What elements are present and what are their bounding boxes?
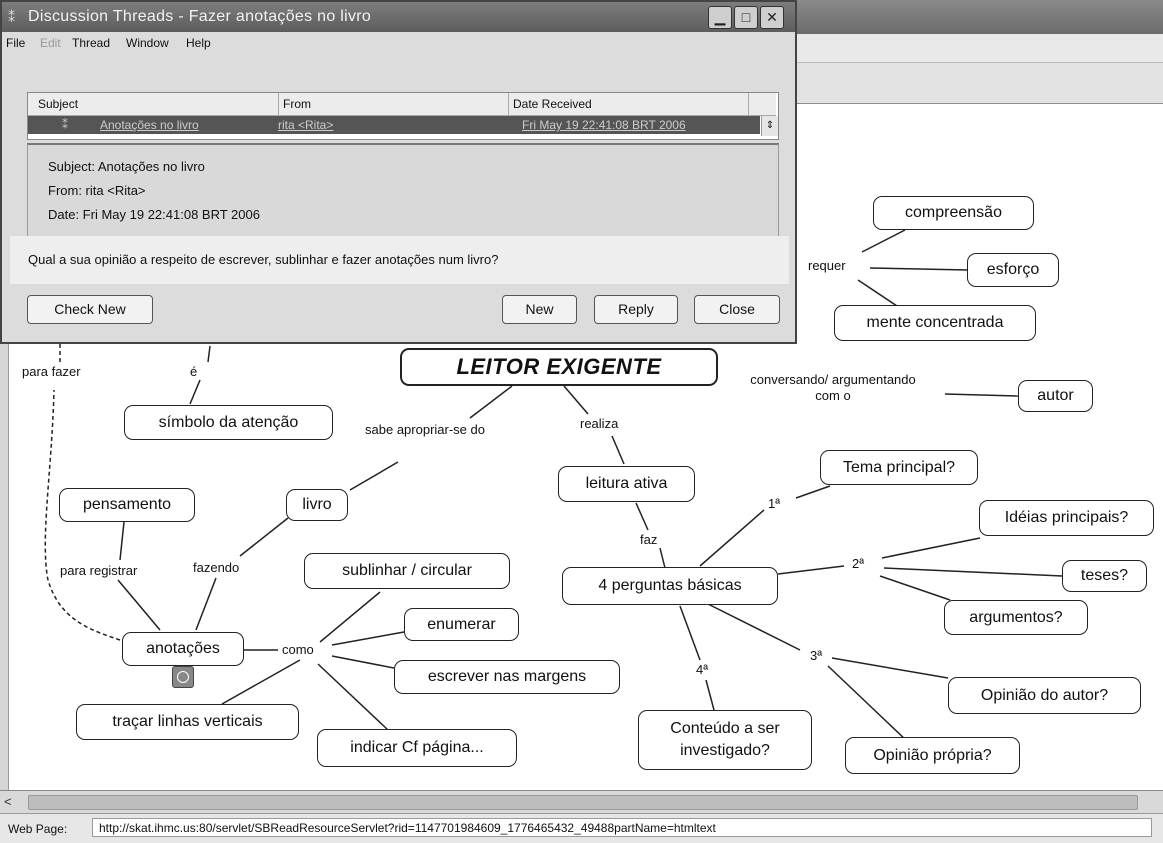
thread-icon: ⁑ [62,118,68,132]
minimize-icon[interactable]: ▁ [708,6,732,29]
node-opiniao-propria[interactable]: Opinião própria? [845,737,1020,774]
reply-button[interactable]: Reply [594,295,678,324]
node-teses[interactable]: teses? [1062,560,1147,592]
node-conteudo-a-ser-investigado[interactable]: Conteúdo a ser investigado? [638,710,812,770]
node-leitor-exigente[interactable]: LEITOR EXIGENTE [400,348,718,386]
link-como: como [282,642,314,657]
link-requer: requer [808,258,846,273]
link-para-registrar: para registrar [60,563,138,578]
background-left-border [0,100,9,790]
node-leitura-ativa[interactable]: leitura ativa [558,466,695,502]
message-date: Date: Fri May 19 22:41:08 BRT 2006 [48,207,260,222]
maximize-icon[interactable]: □ [734,6,758,29]
node-pensamento[interactable]: pensamento [59,488,195,522]
node-ideias-principais[interactable]: Idéias principais? [979,500,1154,536]
node-argumentos[interactable]: argumentos? [944,600,1088,635]
row-from: rita <Rita> [278,118,334,132]
thread-list: Subject From Date Received ⁑ Anotações n… [27,92,779,140]
dialog-titlebar[interactable]: ⁑ Discussion Threads - Fazer anotações n… [2,2,795,32]
link-4a: 4ª [696,662,709,677]
web-page-url-field[interactable]: http://skat.ihmc.us:80/servlet/SBReadRes… [92,818,1152,837]
link-sabe-apropriar-se: sabe apropriar-se do [365,422,485,437]
node-4-perguntas-basicas[interactable]: 4 perguntas básicas [562,567,778,605]
node-tracar-linhas-verticais[interactable]: traçar linhas verticais [76,704,299,740]
node-enumerar[interactable]: enumerar [404,608,519,641]
link-conversando: conversando/ argumentando com o [750,372,916,403]
list-scroll-icon[interactable]: ⇕ [761,116,778,136]
thread-list-header: Subject From Date Received [28,93,776,116]
column-from[interactable]: From [283,97,311,111]
check-new-button[interactable]: Check New [27,295,153,324]
menu-file[interactable]: File [6,36,26,50]
menu-window[interactable]: Window [126,36,169,50]
node-indicar-cf-pagina[interactable]: indicar Cf página... [317,729,517,767]
node-compreensao[interactable]: compreensão [873,196,1034,230]
node-anotacoes[interactable]: anotações [122,632,244,666]
column-subject[interactable]: Subject [38,97,79,111]
new-button[interactable]: New [502,295,577,324]
node-tema-principal[interactable]: Tema principal? [820,450,978,485]
node-autor[interactable]: autor [1018,380,1093,412]
node-simbolo-da-atencao[interactable]: símbolo da atenção [124,405,333,440]
menu-edit[interactable]: Edit [40,36,61,50]
close-button[interactable]: Close [694,295,780,324]
web-page-label: Web Page: [8,822,68,836]
node-esforco[interactable]: esforço [967,253,1059,287]
node-opiniao-do-autor[interactable]: Opinião do autor? [948,677,1141,714]
node-mente-concentrada[interactable]: mente concentrada [834,305,1036,341]
close-window-icon[interactable]: ✕ [760,6,784,29]
message-header: Subject: Anotações no livro From: rita <… [27,143,779,238]
link-fazendo: fazendo [193,560,240,575]
row-date: Fri May 19 22:41:08 BRT 2006 [522,118,686,132]
thread-row-selected[interactable]: ⁑ Anotações no livro rita <Rita> Fri May… [28,116,760,134]
link-faz: faz [640,532,658,547]
row-subject: Anotações no livro [100,118,199,132]
status-bar: Web Page: http://skat.ihmc.us:80/servlet… [0,813,1163,843]
link-2a: 2ª [852,556,865,571]
discussion-threads-window: ⁑ Discussion Threads - Fazer anotações n… [0,0,797,344]
message-subject: Subject: Anotações no livro [48,159,205,174]
link-realiza: realiza [580,416,619,431]
link-para-fazer: para fazer [22,364,81,379]
thread-app-icon: ⁑ [8,9,15,25]
message-text: Qual a sua opinião a respeito de escreve… [28,252,499,267]
message-from: From: rita <Rita> [48,183,146,198]
link-3a: 3ª [810,648,823,663]
link-1a: 1ª [768,496,781,511]
node-escrever-nas-margens[interactable]: escrever nas margens [394,660,620,694]
horizontal-scrollbar[interactable]: < [0,790,1163,813]
node-sublinhar-circular[interactable]: sublinhar / circular [304,553,510,589]
dialog-menubar: File Edit Thread Window Help [2,33,795,55]
dialog-title: Discussion Threads - Fazer anotações no … [28,8,372,25]
scroll-thumb[interactable] [28,795,1138,810]
menu-thread[interactable]: Thread [72,36,111,50]
link-e: é [190,364,198,379]
message-body: Qual a sua opinião a respeito de escreve… [10,236,789,284]
menu-help[interactable]: Help [186,36,211,50]
resource-icon[interactable] [172,666,194,688]
node-livro[interactable]: livro [286,489,348,521]
column-date-received[interactable]: Date Received [513,97,592,111]
scroll-left-icon[interactable]: < [4,794,12,809]
